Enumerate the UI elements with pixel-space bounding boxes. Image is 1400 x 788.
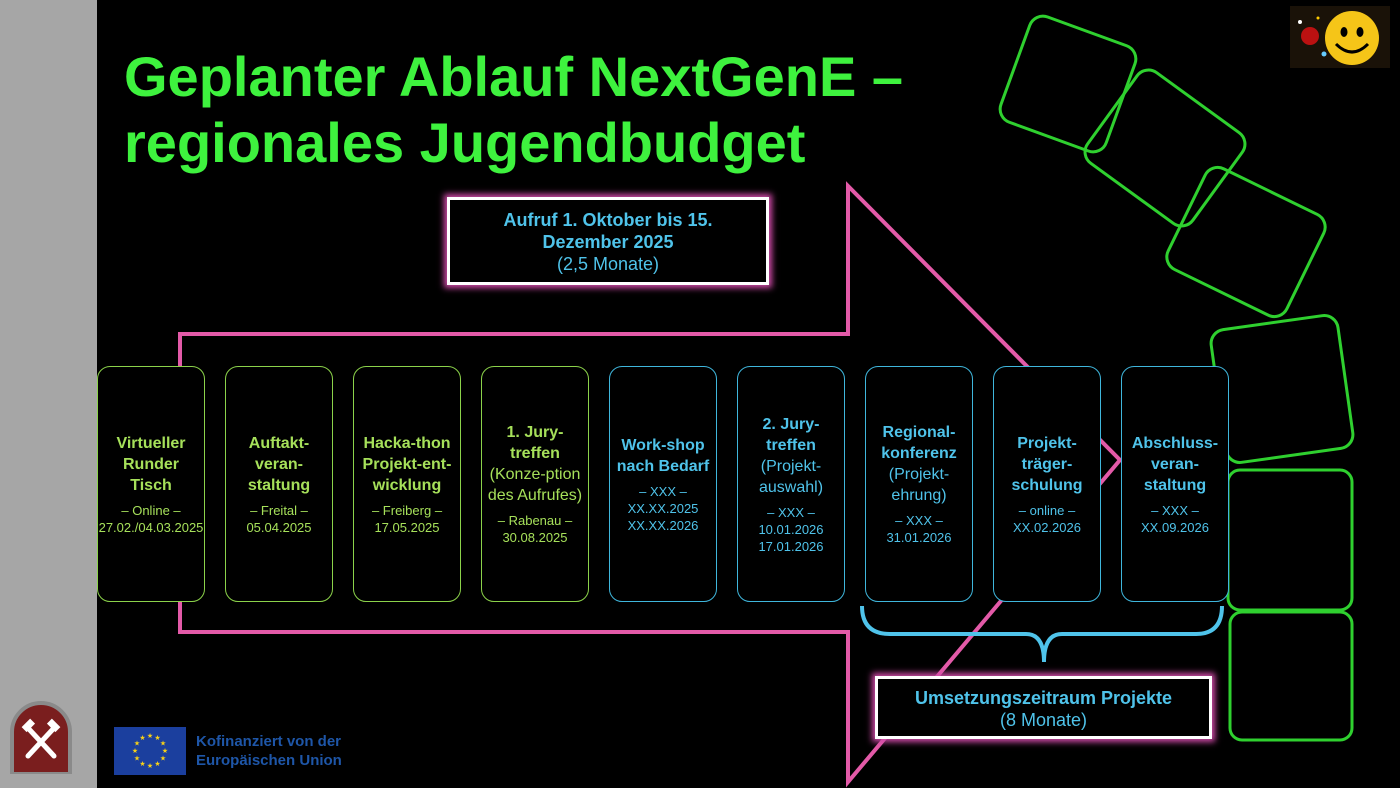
arc-box-2 [1083, 68, 1247, 228]
step-subtitle: (Projekt-ehrung) [888, 466, 950, 504]
mining-hammer-logo [10, 701, 72, 774]
step-jury-meeting-2: 2. Jury-treffen (Projekt-auswahl) – XXX … [737, 366, 845, 602]
svg-text:★: ★ [160, 755, 166, 763]
step-location-date: – XXX – 31.01.2026 [886, 513, 952, 545]
svg-text:★: ★ [147, 762, 153, 770]
step-location-date: – XXX – XX.09.2026 [1141, 502, 1209, 535]
svg-text:★: ★ [154, 760, 160, 768]
process-arrow [178, 181, 1123, 788]
step-title: Virtueller Runder Tisch [116, 434, 186, 494]
title-line-2: regionales Jugendbudget [124, 111, 806, 174]
arc-box-1 [998, 14, 1138, 154]
call-period-duration: (2,5 Monate) [556, 254, 660, 274]
implementation-period-callout: Umsetzungszeitraum Projekte (8 Monate) [875, 676, 1212, 739]
eu-flag-icon: ★★★ ★★★ ★★★ ★★★ [114, 727, 186, 775]
step-title: Hacka-thon Projekt-ent-wicklung [362, 434, 452, 494]
call-period-line-1: Aufruf 1. Oktober bis 15. [503, 210, 713, 230]
step-title: Projekt-träger-schulung [1011, 434, 1083, 494]
step-subtitle: (Konze-ption des Aufrufes) [487, 466, 583, 504]
title-line-1: Geplanter Ablauf NextGenE – [124, 45, 903, 108]
implementation-period-label: Umsetzungszeitraum Projekte [914, 688, 1173, 708]
step-kickoff-event: Auftakt-veran-staltung – Freital – 05.04… [225, 366, 333, 602]
arc-box-4 [1209, 314, 1355, 464]
svg-text:★: ★ [139, 760, 145, 768]
smiley-logo [1290, 6, 1390, 68]
step-jury-meeting-1: 1. Jury-treffen (Konze-ption des Aufrufe… [481, 366, 589, 602]
svg-text:★: ★ [134, 755, 140, 763]
eu-cofunding-text: Kofinanziert von der Europäischen Union [196, 732, 342, 770]
step-closing-event: Abschluss-veran-staltung – XXX – XX.09.2… [1121, 366, 1229, 602]
step-location-date: – Freiberg – 17.05.2025 [371, 502, 443, 535]
step-regional-conference: Regional-konferenz (Projekt-ehrung) – XX… [865, 366, 973, 602]
step-location-date: – Rabenau – 30.08.2025 [497, 513, 573, 545]
step-virtual-round-table: Virtueller Runder Tisch – Online – 27.02… [97, 366, 205, 602]
svg-text:★: ★ [147, 732, 153, 740]
implementation-period-duration: (8 Monate) [999, 710, 1088, 730]
step-title: Abschluss-veran-staltung [1131, 434, 1219, 494]
implementation-brace [860, 605, 1224, 663]
eu-text-line-1: Kofinanziert von der [196, 733, 342, 750]
arc-box-5 [1226, 468, 1354, 612]
svg-text:★: ★ [160, 740, 166, 748]
svg-text:★: ★ [134, 740, 140, 748]
step-location-date: – XXX – 10.01.2026 17.01.2026 [758, 504, 824, 554]
svg-text:★: ★ [132, 747, 138, 755]
step-location-date: – XXX – XX.XX.2025 XX.XX.2026 [627, 483, 699, 533]
svg-text:★: ★ [154, 734, 160, 742]
step-workshop: Work-shop nach Bedarf – XXX – XX.XX.2025… [609, 366, 717, 602]
arc-box-6 [1228, 610, 1354, 742]
left-gray-sidebar [0, 0, 97, 788]
step-location-date: – online – XX.02.2026 [1013, 502, 1081, 535]
svg-text:★: ★ [162, 747, 168, 755]
arc-box-3 [1165, 165, 1327, 319]
step-title: 2. Jury-treffen [762, 415, 820, 454]
call-period-line-2: Dezember 2025 [542, 232, 674, 252]
step-subtitle: (Projekt-auswahl) [758, 457, 824, 496]
call-period-callout: Aufruf 1. Oktober bis 15. Dezember 2025 … [447, 197, 769, 285]
step-location-date: – Freital – 05.04.2025 [246, 502, 312, 535]
step-title: 1. Jury-treffen [506, 424, 564, 462]
eu-text-line-2: Europäischen Union [196, 752, 342, 769]
step-title: Work-shop nach Bedarf [616, 436, 710, 475]
slide-title: Geplanter Ablauf NextGenE – regionales J… [124, 44, 903, 176]
svg-text:★: ★ [139, 734, 145, 742]
step-hackathon: Hacka-thon Projekt-ent-wicklung – Freibe… [353, 366, 461, 602]
step-title: Regional-konferenz [881, 424, 957, 462]
step-location-date: – Online – 27.02./04.03.2025 [98, 502, 204, 535]
step-sponsor-training: Projekt-träger-schulung – online – XX.02… [993, 366, 1101, 602]
step-title: Auftakt-veran-staltung [247, 434, 311, 494]
